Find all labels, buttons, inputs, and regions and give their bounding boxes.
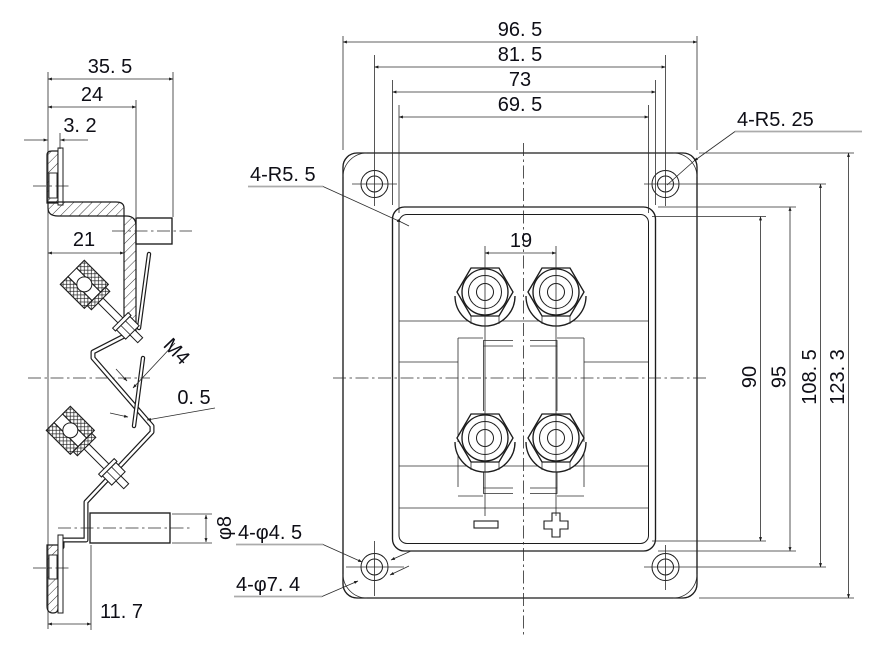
label-corner-radius-inner: 4-R5. 5 [250, 164, 316, 186]
dim-recess-depth: 21 [73, 229, 95, 251]
dim-post-spacing: 19 [510, 230, 532, 252]
side-section-view: 35. 5 24 3. 2 21 M4 0. 5 φ8 11. 7 [24, 56, 236, 630]
dim-bottom-offset: 11. 7 [100, 601, 143, 623]
hex-nut [115, 315, 140, 340]
dim-hole-spacing-height: 108. 5 [799, 349, 821, 405]
minus-symbol [473, 520, 499, 529]
terminal-bracket-lines [457, 337, 585, 497]
front-view: 96. 5 81. 5 73 69. 5 19 90 95 [234, 19, 862, 636]
bottom-flange-section [46, 534, 64, 614]
polarity-markers [473, 512, 569, 538]
mounting-hole [346, 541, 404, 596]
label-corner-radius-outer: 4-R5. 25 [737, 109, 814, 131]
contact-tab-lower [131, 355, 146, 429]
dim-boss-diameter: φ8 [214, 516, 236, 540]
top-flange-section [46, 147, 64, 206]
contact-tab-upper [136, 251, 152, 331]
bent-sheet-profile [59, 330, 155, 550]
front-view-right-dimensions: 90 95 108. 5 123. 3 [644, 152, 854, 599]
recess-outline [391, 206, 657, 552]
dim-overall-depth: 35. 5 [88, 56, 132, 78]
plus-symbol [543, 512, 569, 538]
front-view-top-dimensions: 96. 5 81. 5 73 69. 5 19 [342, 19, 698, 255]
dim-wall-thickness: 3. 2 [63, 115, 96, 137]
side-view-centerlines [28, 185, 193, 569]
label-counterbore-diameter: 4-φ7. 4 [236, 574, 300, 596]
face-sheet-bottom [57, 534, 64, 614]
dim-overall-width: 96. 5 [498, 19, 542, 41]
binding-post-section-lower [45, 405, 130, 490]
plate-corner-arcs [342, 152, 698, 599]
dim-recess-height: 95 [769, 366, 791, 388]
recess-wall-section [47, 201, 137, 333]
dim-thread: M4 [159, 334, 194, 369]
dim-flange-depth: 24 [81, 84, 103, 106]
dim-sheet-thickness: 0. 5 [177, 387, 210, 409]
dim-recess-width: 73 [509, 69, 531, 91]
label-hole-diameter: 4-φ4. 5 [238, 522, 302, 544]
front-view-centerlines [333, 143, 706, 636]
binding-post-section-upper [59, 259, 144, 344]
hex-nut [101, 461, 126, 486]
dim-hole-spacing-width: 81. 5 [498, 44, 542, 66]
face-sheet-top [57, 147, 64, 206]
dim-recess-inner-width: 69. 5 [498, 94, 542, 116]
dim-overall-height: 123. 3 [827, 349, 849, 405]
terminal-plate-outline [342, 152, 698, 599]
leader-callouts: 4-R5. 5 4-R5. 25 4-φ4. 5 4-φ7. 4 [234, 109, 862, 598]
flange-slot [48, 554, 58, 580]
dim-recess-inner-height: 90 [739, 366, 761, 388]
side-view-dimensions: 35. 5 24 3. 2 21 M4 0. 5 φ8 11. 7 [24, 56, 236, 630]
flange-slot [48, 172, 58, 199]
